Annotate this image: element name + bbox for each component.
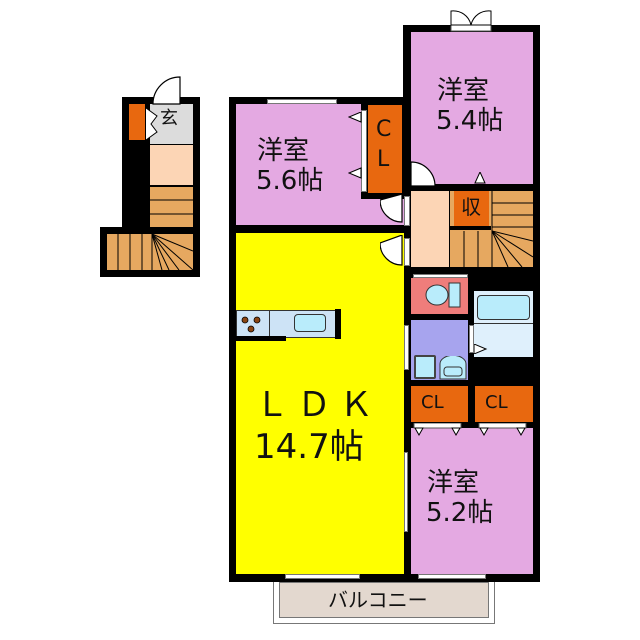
cl-vertical-door[interactable] — [361, 110, 367, 192]
western-room-1-size: 5.6帖 — [256, 166, 324, 196]
toilet-door[interactable] — [413, 274, 468, 278]
western-room-1-window — [267, 99, 337, 104]
storage-wall — [449, 226, 491, 230]
bath-door[interactable] — [469, 325, 474, 353]
balcony-label: バルコニー — [328, 588, 428, 612]
ldk-size: 14.7帖 — [254, 427, 364, 467]
cl-vertical-closet — [368, 105, 402, 193]
ldk-top-wall — [236, 225, 386, 233]
entrance-stairs-upper — [150, 187, 193, 227]
western-room-2-window-icon — [450, 10, 492, 32]
entrance-genkan — [150, 104, 193, 144]
washbasin-icon — [439, 356, 467, 380]
cl-right-closet — [475, 386, 533, 422]
cl-left-closet — [411, 386, 468, 422]
balcony — [279, 582, 489, 618]
cl-door-marker-icon — [348, 112, 362, 179]
ldk-door-icon — [380, 235, 403, 266]
storage-door-marker-icon — [474, 172, 486, 184]
washroom-door[interactable] — [404, 325, 409, 370]
storage-label-overlay: 収 — [461, 195, 481, 219]
western-room-3-size: 5.2帖 — [426, 498, 494, 528]
shoe-closet-door-icon — [145, 107, 158, 141]
stair-treads-main — [463, 191, 533, 267]
entrance-shoe-closet — [129, 104, 145, 140]
entrance-label: 玄 — [160, 108, 178, 129]
western-room-3-window[interactable] — [418, 574, 486, 579]
hallway-door-left-2[interactable] — [404, 238, 410, 266]
ldk-balcony-window[interactable] — [285, 574, 360, 579]
washing-machine-icon — [414, 355, 436, 379]
western-room-2 — [411, 32, 533, 184]
kitchen-lower-wall — [236, 336, 286, 341]
entrance-hallway — [150, 145, 193, 185]
cl-right-label: CL — [485, 392, 508, 413]
western-room-3-sliding-door[interactable] — [404, 452, 408, 532]
western-room-3-name: 洋室 — [427, 468, 480, 498]
ldk-name: ＬＤＫ — [255, 385, 381, 425]
hallway-door-left[interactable] — [404, 196, 410, 226]
cl-doors-marker-icon-2 — [413, 423, 527, 437]
bath-divider — [474, 323, 533, 324]
stove-burners-icon — [241, 316, 261, 333]
kitchen-sink-icon — [294, 314, 326, 332]
entrance-door-icon — [152, 76, 181, 105]
western-room-2-name: 洋室 — [437, 76, 490, 106]
cl-vertical-top: C — [376, 117, 392, 142]
western-room-3 — [411, 428, 533, 574]
bath-door-marker-icon — [474, 344, 488, 354]
hallway — [411, 191, 449, 267]
bathtub-icon — [477, 295, 530, 320]
ldk-room — [236, 233, 404, 574]
stair-treads-lower — [117, 229, 193, 270]
western-room-2-door-icon — [411, 161, 436, 186]
toilet-icon — [425, 282, 461, 308]
kitchen-backwall — [335, 309, 341, 339]
cl-left-label: CL — [421, 392, 444, 413]
western-room-2-size: 5.4帖 — [436, 106, 504, 136]
kitchen-divider — [269, 311, 270, 336]
storage-closet-fill — [454, 191, 489, 226]
entrance-stairs-lower — [107, 234, 193, 270]
western-room-1-door-icon — [380, 194, 403, 223]
western-room-1-name: 洋室 — [257, 136, 310, 166]
stair-treads-upper — [150, 199, 193, 215]
cl-vertical-bottom: L — [377, 147, 390, 172]
